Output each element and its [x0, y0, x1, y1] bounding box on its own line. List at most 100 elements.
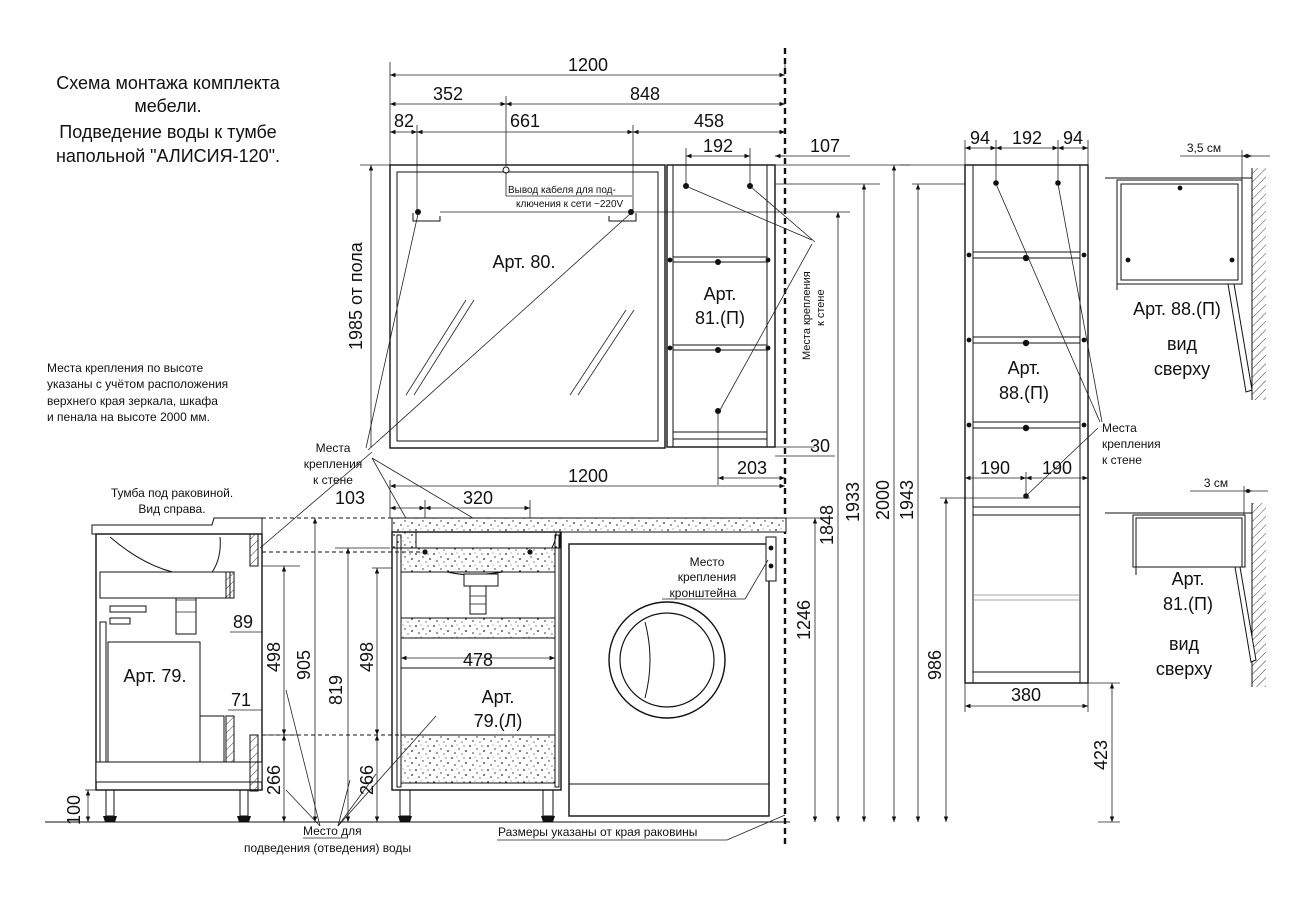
center-fastening-callout: Места крепления к стене	[259, 213, 631, 553]
svg-text:Места: Места	[1102, 421, 1137, 435]
tall-height-dims	[775, 164, 1030, 822]
svg-text:Места крепления: Места крепления	[801, 271, 813, 360]
tall-bottom-dims	[964, 682, 1120, 823]
svg-text:ключения к сети ~220V: ключения к сети ~220V	[516, 199, 624, 210]
svg-text:и пенала на высоте 2000 мм.: и пенала на высоте 2000 мм.	[47, 410, 210, 424]
dim-71: 71	[231, 690, 251, 710]
label-art-81-line1: Арт.	[704, 284, 737, 304]
dim-819: 819	[326, 675, 346, 705]
label-top-view-81-vid: вид	[1169, 634, 1200, 654]
dim-192-cabinet: 192	[703, 136, 733, 156]
bracket-note: Место крепления кронштейна	[662, 555, 769, 600]
front-cabinet-height-dims	[262, 517, 425, 822]
label-top-view-88-sverhu: сверху	[1154, 359, 1210, 379]
dim-320: 320	[463, 488, 493, 508]
title-line-2: мебели.	[134, 96, 201, 116]
dim-1246: 1246	[794, 600, 814, 640]
dim-848: 848	[630, 84, 660, 104]
top-dimension-lines	[389, 62, 850, 212]
svg-text:Места: Места	[316, 441, 351, 455]
svg-text:подведения (отведения) воды: подведения (отведения) воды	[244, 841, 411, 855]
svg-text:к стене: к стене	[1102, 453, 1142, 467]
dim-103: 103	[335, 488, 365, 508]
dim-1943: 1943	[897, 480, 917, 520]
dim-94-right: 94	[1063, 128, 1083, 148]
dim-203: 203	[737, 458, 767, 478]
fastening-height-note: Места крепления по высоте указаны с учёт…	[47, 361, 228, 424]
dim-192-tall: 192	[1012, 128, 1042, 148]
svg-text:крепления: крепления	[304, 457, 363, 471]
svg-text:Место: Место	[690, 555, 725, 569]
sink-edge-note: Размеры указаны от края раковины	[497, 814, 786, 841]
dim-458: 458	[694, 111, 724, 131]
dim-498-side: 498	[264, 642, 284, 672]
label-art-79l-line1: Арт.	[482, 687, 515, 707]
label-art-81-line2: 81.(П)	[695, 308, 745, 328]
svg-text:Места крепления по высоте: Места крепления по высоте	[47, 361, 204, 375]
dim-190-right: 190	[1042, 458, 1072, 478]
dim-423: 423	[1091, 740, 1111, 770]
top-view-88	[1105, 150, 1270, 400]
svg-text:крепления: крепления	[678, 570, 737, 584]
dim-266-side: 266	[264, 765, 284, 795]
wall-cabinet	[666, 164, 776, 448]
svg-text:крепления: крепления	[1102, 437, 1161, 451]
dim-905: 905	[294, 650, 314, 680]
dim-1848: 1848	[817, 505, 837, 545]
tall-fastening-callout: Места крепления к стене	[965, 183, 1161, 498]
dim-89: 89	[233, 612, 253, 632]
front-cabinet	[391, 531, 562, 822]
svg-text:Вывод кабеля для под-: Вывод кабеля для под-	[508, 184, 616, 196]
label-art-80: Арт. 80.	[493, 252, 556, 272]
dim-352: 352	[433, 84, 463, 104]
side-cabinet-dims	[85, 565, 300, 822]
svg-text:Размеры указаны от края ракови: Размеры указаны от края раковины	[498, 825, 697, 839]
dim-3cm: 3 см	[1204, 476, 1228, 490]
dim-190-left: 190	[980, 458, 1010, 478]
side-cabinet	[91, 517, 263, 822]
svg-text:Тумба под раковиной.: Тумба под раковиной.	[111, 486, 233, 500]
dim-661: 661	[510, 111, 540, 131]
floor-height-dim: 1985 от пола	[346, 164, 390, 448]
dim-30: 30	[810, 436, 830, 456]
cabinet-fastening-callout: Места крепления к стене	[687, 186, 827, 411]
svg-text:указаны с учётом расположения: указаны с учётом расположения	[47, 377, 228, 391]
svg-text:верхнего края зеркала, шкафа: верхнего края зеркала, шкафа	[47, 394, 218, 408]
svg-text:к стене: к стене	[815, 289, 827, 326]
side-cabinet-title: Тумба под раковиной. Вид справа.	[111, 486, 233, 516]
label-top-view-81-line1: Арт.	[1172, 569, 1205, 589]
label-art-88-line1: Арт.	[1008, 358, 1041, 378]
dim-2000: 2000	[873, 480, 893, 520]
top-view-81	[1105, 486, 1268, 687]
label-top-view-81-sverhu: сверху	[1156, 659, 1212, 679]
cabinet-bottom-dims	[717, 412, 835, 485]
svg-text:кронштейна: кронштейна	[670, 586, 737, 600]
dim-94-left: 94	[970, 128, 990, 148]
label-top-view-88-vid: вид	[1167, 334, 1198, 354]
washing-machine	[568, 536, 777, 817]
dim-1200-top: 1200	[568, 55, 608, 75]
dim-266-front: 266	[357, 765, 377, 795]
dim-380: 380	[1011, 685, 1041, 705]
label-top-view-88: Арт. 88.(П)	[1133, 299, 1221, 319]
title-block: Схема монтажа комплекта мебели. Подведен…	[56, 73, 281, 166]
dim-82: 82	[394, 111, 414, 131]
dim-1985-label: 1985 от пола	[346, 241, 366, 350]
dim-107: 107	[810, 136, 840, 156]
dim-478: 478	[463, 650, 493, 670]
tall-cabinet	[964, 164, 1089, 684]
water-supply-note: Место для подведения (отведения) воды	[244, 689, 437, 855]
title-line-3: Подведение воды к тумбе	[59, 122, 276, 142]
dim-986: 986	[925, 650, 945, 680]
title-line-4: напольной "АЛИСИЯ-120".	[56, 146, 280, 166]
label-art-88-line2: 88.(П)	[999, 383, 1049, 403]
label-top-view-81-line2: 81.(П)	[1163, 594, 1213, 614]
label-art-79l-line2: 79.(Л)	[474, 711, 523, 731]
svg-text:Место для: Место для	[303, 824, 362, 838]
svg-text:Вид справа.: Вид справа.	[138, 502, 205, 516]
dim-1933: 1933	[843, 482, 863, 522]
dim-498-front: 498	[357, 642, 377, 672]
label-art-79: Арт. 79.	[124, 666, 187, 686]
tall-cabinet-dims-top	[964, 140, 1089, 184]
